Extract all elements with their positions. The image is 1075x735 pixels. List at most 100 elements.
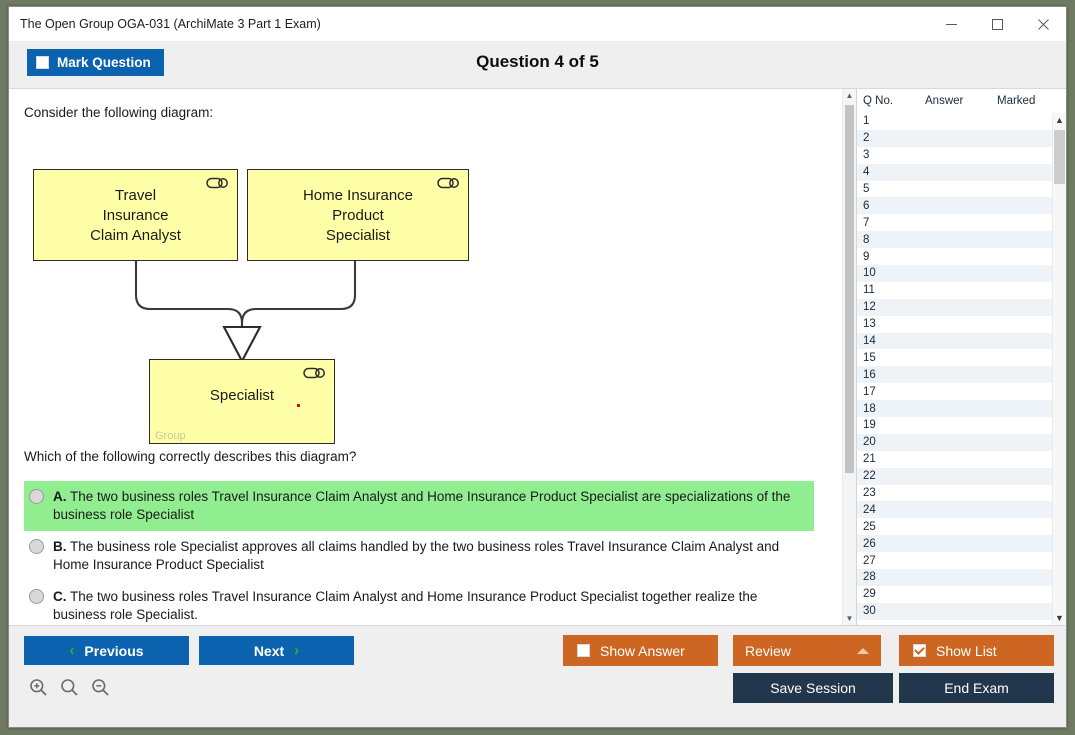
answer-option-a[interactable]: A. The two business roles Travel Insuran… [24,481,814,531]
answer-radio-c[interactable] [29,589,44,604]
table-row[interactable]: 13 [857,316,1052,333]
table-row[interactable]: 23 [857,485,1052,502]
table-row[interactable]: 16 [857,366,1052,384]
zoom-reset-icon[interactable] [60,678,79,697]
cell-qno: 26 [863,537,876,550]
table-row[interactable]: 8 [857,231,1052,249]
table-row[interactable]: 6 [857,197,1052,215]
cell-qno: 12 [863,301,876,314]
save-session-button[interactable]: Save Session [733,673,893,703]
question-list-header: Q No. Answer Marked [857,89,1066,113]
table-row[interactable]: 18 [857,400,1052,418]
list-scroll-up-icon[interactable]: ▲ [1055,115,1064,125]
show-list-button[interactable]: Show List [899,635,1054,666]
scroll-down-icon[interactable]: ▼ [845,614,854,623]
cell-qno: 14 [863,335,876,348]
table-row[interactable]: 26 [857,535,1052,553]
maximize-icon[interactable] [974,7,1020,41]
scroll-up-icon[interactable]: ▲ [845,91,854,100]
table-row[interactable]: 24 [857,501,1052,519]
table-row[interactable]: 14 [857,332,1052,350]
zoom-out-icon[interactable] [91,678,110,697]
table-row[interactable]: 9 [857,248,1052,265]
show-answer-label: Show Answer [600,642,685,659]
show-list-checkbox-icon[interactable] [913,644,926,657]
cell-qno: 13 [863,318,876,331]
business-role-icon [303,367,325,379]
cell-qno: 22 [863,470,876,483]
diagram-node-specialist[interactable]: Specialist Group [149,359,335,444]
save-session-label: Save Session [770,680,856,696]
mark-question-checkbox-icon[interactable] [36,56,49,69]
answer-option-c[interactable]: C. The two business roles Travel Insuran… [24,581,814,625]
table-row[interactable]: 15 [857,349,1052,366]
minimize-icon[interactable] [928,7,974,41]
list-scroll-thumb[interactable] [1054,130,1065,184]
table-row[interactable]: 5 [857,181,1052,198]
question-list-scrollbar[interactable]: ▲ ▼ [1052,113,1066,625]
cell-qno: 29 [863,588,876,601]
cell-qno: 16 [863,368,876,381]
diagram-node-label: Specialist [209,387,275,404]
window-controls [928,7,1066,41]
column-header-answer: Answer [925,95,964,107]
table-row[interactable]: 25 [857,518,1052,535]
answer-text-a: A. The two business roles Travel Insuran… [53,489,791,522]
previous-button[interactable]: ‹ Previous [24,636,189,665]
table-row[interactable]: 28 [857,569,1052,586]
list-scroll-down-icon[interactable]: ▼ [1055,613,1064,623]
cell-qno: 18 [863,402,876,415]
show-answer-button[interactable]: Show Answer [563,635,718,666]
next-button[interactable]: Next › [199,636,354,665]
mark-question-button[interactable]: Mark Question [27,49,164,76]
cell-qno: 30 [863,605,876,618]
table-row[interactable]: 11 [857,282,1052,299]
table-row[interactable]: 22 [857,467,1052,485]
content-scrollbar[interactable]: ▲ ▼ [842,89,856,625]
next-label: Next [253,642,285,659]
cell-qno: 28 [863,571,876,584]
chevron-up-icon[interactable] [857,647,869,654]
scroll-thumb[interactable] [845,105,854,473]
chevron-right-icon: › [294,642,300,659]
table-row[interactable]: 20 [857,433,1052,451]
table-row[interactable]: 27 [857,552,1052,569]
table-row[interactable]: 10 [857,265,1052,282]
close-icon[interactable] [1020,7,1066,41]
answer-text-c: C. The two business roles Travel Insuran… [53,589,758,622]
cell-qno: 20 [863,436,876,449]
cell-qno: 10 [863,267,876,280]
table-row[interactable]: 19 [857,417,1052,434]
show-answer-checkbox-icon[interactable] [577,644,590,657]
cell-qno: 15 [863,351,876,364]
exam-window: The Open Group OGA-031 (ArchiMate 3 Part… [8,6,1067,728]
table-row[interactable]: 3 [857,147,1052,164]
table-row[interactable]: 29 [857,586,1052,603]
table-row[interactable]: 4 [857,163,1052,181]
table-row[interactable]: 17 [857,383,1052,400]
answer-radio-b[interactable] [29,539,44,554]
end-exam-button[interactable]: End Exam [899,673,1054,703]
table-row[interactable]: 1 [857,113,1052,130]
table-row[interactable]: 12 [857,298,1052,316]
zoom-in-icon[interactable] [29,678,48,697]
answer-option-b[interactable]: B. The business role Specialist approves… [24,531,814,581]
window-title: The Open Group OGA-031 (ArchiMate 3 Part… [20,17,321,31]
table-row[interactable]: 30 [857,602,1052,620]
table-row[interactable]: 2 [857,129,1052,147]
cell-qno: 6 [863,199,870,212]
cell-qno: 7 [863,216,870,229]
table-row[interactable]: 7 [857,214,1052,231]
answer-radio-a[interactable] [29,489,44,504]
diagram-red-marker-dot [297,404,300,407]
table-row[interactable]: 21 [857,451,1052,468]
review-dropdown[interactable]: Review [733,635,881,666]
end-exam-label: End Exam [944,680,1009,696]
